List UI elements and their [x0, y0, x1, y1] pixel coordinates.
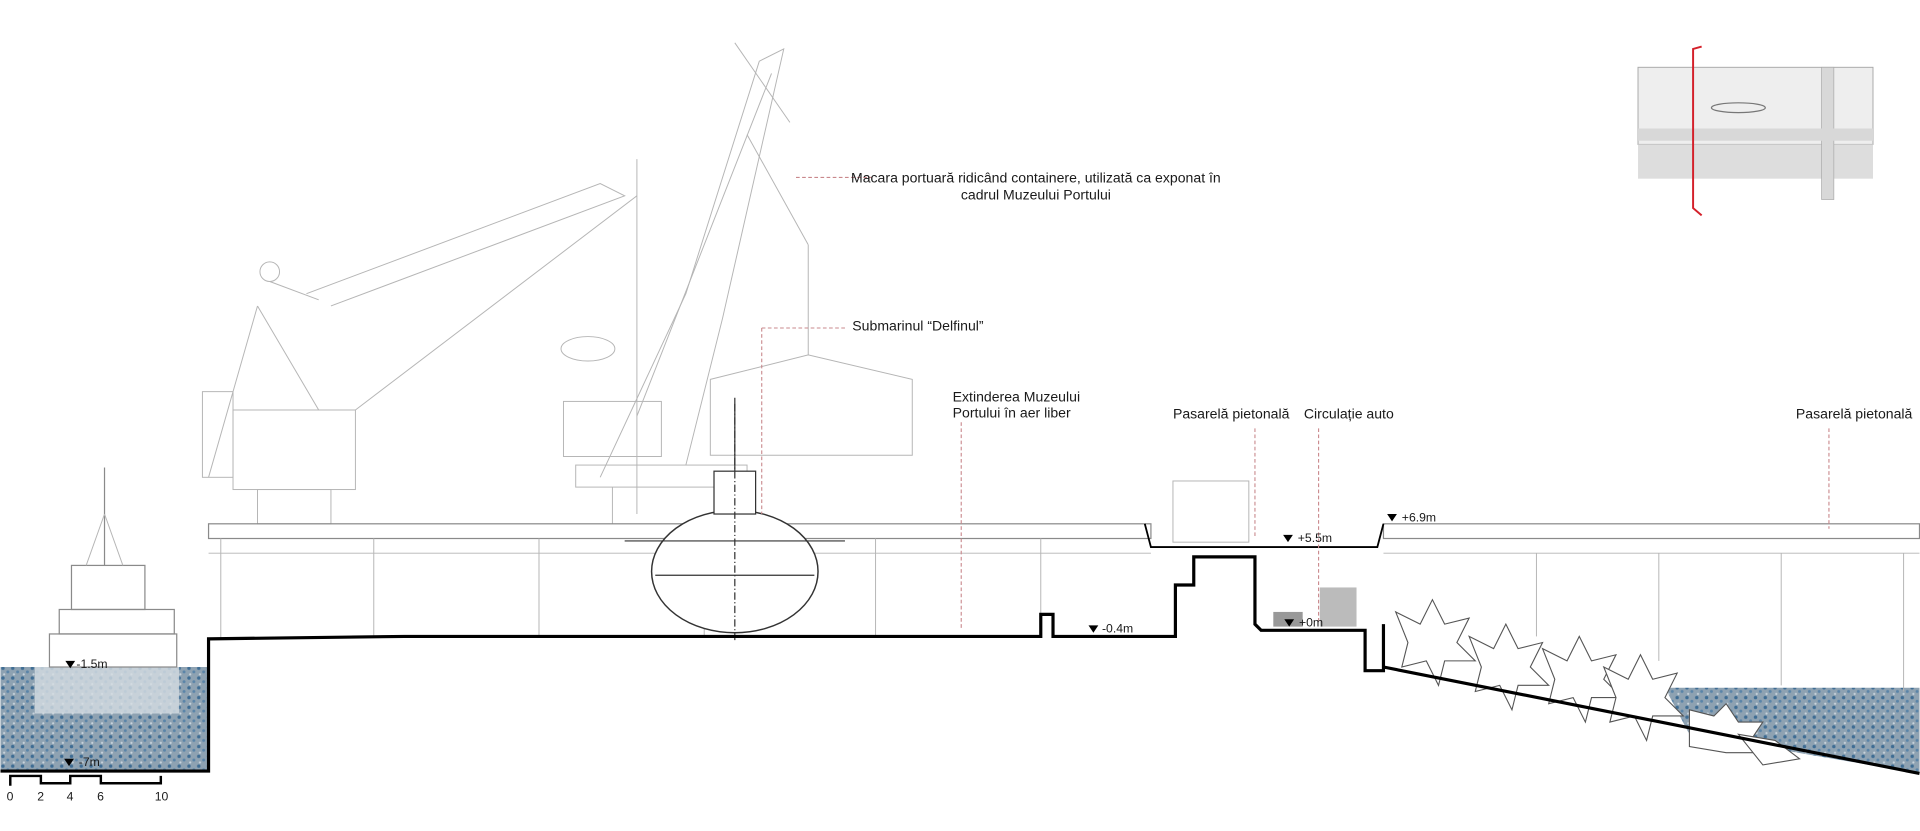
submarine-label: Submarinul “Delfinul”	[852, 317, 984, 333]
walkway-right-label: Pasarelă pietonală	[1796, 406, 1913, 422]
vehicle	[1319, 587, 1357, 627]
section-cut-line	[1692, 45, 1703, 217]
ship	[34, 467, 180, 714]
scale-tick: 6	[97, 789, 104, 803]
submarine	[624, 397, 845, 643]
crane-label-line1: Macara portuară ridicând containere, uti…	[851, 169, 1221, 185]
left-crane	[201, 159, 638, 525]
key-plan	[1637, 45, 1874, 217]
traffic-label: Circulație auto	[1304, 406, 1394, 422]
pier-deck-right	[1382, 523, 1920, 692]
extension-label-line2: Portului în aer liber	[953, 404, 1071, 420]
level-label: +6.9m	[1402, 510, 1436, 524]
road-deck	[1143, 523, 1385, 548]
kiosk	[1172, 480, 1250, 543]
scale-tick: 0	[7, 789, 14, 803]
level-label: -7m	[79, 755, 100, 769]
scale-tick: 2	[37, 789, 44, 803]
scale-bar: 0 2 4 6 10	[7, 774, 169, 803]
scale-tick: 10	[155, 789, 169, 803]
level-label: +5.5m	[1298, 531, 1332, 545]
level-label: -1.5m	[76, 657, 107, 671]
walkway-left-label: Pasarelă pietonală	[1173, 406, 1290, 422]
scale-tick: 4	[67, 789, 74, 803]
crane-label-line2: cadrul Muzeului Portului	[961, 186, 1111, 202]
ground-profile	[0, 555, 1920, 776]
level-label: -0.4m	[1102, 622, 1133, 636]
level-label: +0m	[1299, 616, 1323, 630]
extension-label-line1: Extinderea Muzeului	[953, 388, 1080, 404]
container-crane	[560, 42, 913, 524]
level-markers: -1.5m -7m -0.4m +5.5m +6.9m +0m	[64, 510, 1436, 769]
